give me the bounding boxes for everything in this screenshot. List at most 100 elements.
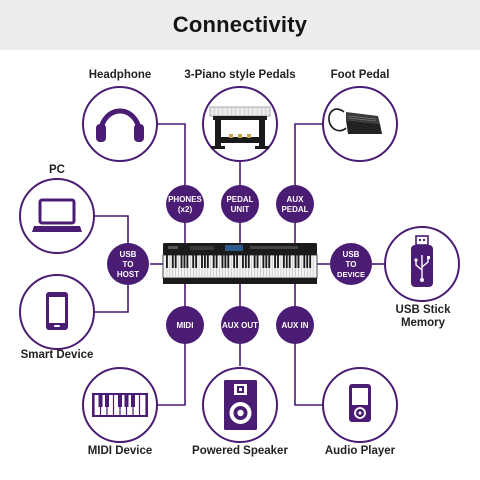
piano-black-key [309, 255, 312, 268]
headphones-icon [96, 108, 144, 142]
audio-player-icon [349, 384, 371, 422]
midi-black-key [98, 395, 103, 407]
line-midi-device [155, 342, 186, 406]
piano-black-key [241, 255, 244, 268]
port-usb-host-text-3: HOST [117, 270, 139, 279]
piano-black-key [285, 255, 288, 268]
line-headphone [145, 123, 186, 187]
label-smart-device: Smart Device [20, 349, 94, 361]
headphone-circle [82, 86, 158, 162]
line-pc [95, 215, 129, 246]
piano-black-key [201, 255, 203, 268]
foot-pedal-icon [328, 108, 382, 134]
piano-black-key [203, 255, 206, 268]
port-aux-out-text: AUX OUT [222, 321, 258, 330]
port-usb-to-host [107, 243, 149, 285]
port-pedal-unit-text-2: UNIT [231, 205, 250, 214]
piano-black-key [262, 255, 265, 268]
piano-black-key [215, 255, 218, 268]
piano-black-key [195, 255, 198, 268]
port-usb-device-text-2: TO [346, 260, 357, 269]
midi-white-key [140, 395, 146, 415]
port-usb-device-text-3: DEVICE [337, 270, 365, 279]
piano-black-key [288, 255, 291, 268]
label-midi-device: MIDI Device [87, 445, 153, 457]
midi-black-key [118, 395, 122, 407]
piano-black-key [221, 255, 224, 268]
port-aux-pedal [276, 185, 314, 223]
piano-black-key [303, 255, 306, 268]
piano-black-key [171, 255, 174, 268]
piano-black-key [227, 255, 230, 268]
port-aux-in-text: AUX IN [281, 321, 308, 330]
label-headphone: Headphone [88, 69, 152, 81]
port-pedal-unit [221, 185, 259, 223]
port-midi-text: MIDI [177, 321, 194, 330]
connection-lines [95, 123, 385, 406]
piano-black-key [224, 255, 227, 268]
piano-black-key [256, 255, 259, 268]
piano-black-key [306, 255, 309, 268]
pedals-circle [202, 86, 278, 162]
piano-black-key [180, 255, 183, 268]
midi-white-key [120, 395, 126, 415]
line-foot-pedal [294, 123, 335, 187]
piano-black-key [186, 255, 189, 268]
smartphone-icon [46, 292, 68, 330]
port-phones-text-2: (x2) [178, 205, 193, 214]
midi-black-key [124, 395, 129, 407]
piano-black-key [212, 255, 215, 268]
header-bar: Connectivity [0, 0, 480, 50]
piano-black-key [268, 255, 271, 268]
speaker-icon [224, 380, 257, 430]
line-smart-device [95, 280, 129, 313]
port-usb-host-text-2: TO [123, 260, 134, 269]
port-aux-pedal-text-1: AUX [287, 195, 305, 204]
port-aux-in [276, 306, 314, 344]
port-midi [166, 306, 204, 344]
piano-black-key [274, 255, 277, 268]
port-pedal-unit-text-1: PEDAL [226, 195, 253, 204]
label-pc: PC [49, 164, 65, 176]
label-powered-speaker: Powered Speaker [192, 445, 288, 457]
midi-white-key [114, 395, 120, 415]
midi-white-key [127, 395, 133, 415]
laptop-icon [32, 198, 82, 232]
piano-black-key [253, 255, 256, 268]
piano-black-key [294, 255, 297, 268]
line-audio-player [294, 342, 325, 406]
piano-black-key [277, 255, 279, 268]
piano-black-key [165, 255, 168, 268]
digital-piano-icon [162, 243, 318, 284]
pc-circle [19, 178, 95, 254]
piano-black-key [247, 255, 250, 268]
usb-stick-icon [411, 235, 433, 287]
piano-black-key [174, 255, 177, 268]
port-aux-out [221, 306, 259, 344]
midi-white-key [107, 395, 113, 415]
label-audio-player: Audio Player [324, 445, 396, 457]
piano-black-key [282, 255, 285, 268]
piano-black-key [244, 255, 247, 268]
midi-black-key [131, 395, 135, 407]
label-usb-stick: USB Stick Memory [395, 304, 451, 329]
port-aux-pedal-text-2: PEDAL [281, 205, 308, 214]
port-phones-text-1: PHONES [168, 195, 202, 204]
port-usb-host-text-1: USB [120, 250, 137, 259]
port-usb-to-device [330, 243, 372, 285]
piano-black-key [233, 255, 236, 268]
port-usb-device-text-1: USB [343, 250, 360, 259]
pedal-unit-icon [209, 106, 271, 149]
page-title: Connectivity [172, 12, 308, 37]
midi-white-key [101, 395, 107, 415]
piano-black-key [183, 255, 186, 268]
piano-black-key [192, 255, 195, 268]
piano-black-key [297, 255, 300, 268]
midi-black-key [105, 395, 109, 407]
piano-black-key [265, 255, 268, 268]
label-foot-pedal: Foot Pedal [330, 69, 390, 81]
midi-white-key [94, 395, 100, 415]
label-pedals: 3-Piano style Pedals [184, 69, 296, 81]
